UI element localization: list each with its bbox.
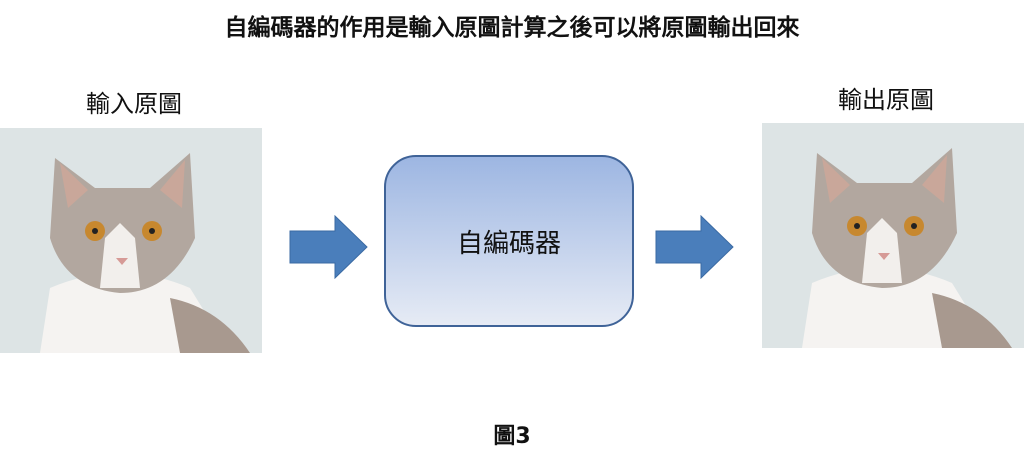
arrow-right-icon	[655, 215, 734, 279]
input-image-label: 輸入原圖	[86, 90, 182, 118]
output-cat-image	[762, 123, 1024, 348]
diagram-title: 自編碼器的作用是輸入原圖計算之後可以將原圖輸出回來	[224, 15, 800, 41]
arrow-right-icon	[289, 215, 368, 279]
input-cat-image	[0, 128, 262, 353]
figure-caption: 圖3	[493, 424, 531, 449]
output-image-label: 輸出原圖	[838, 86, 934, 114]
autoencoder-label: 自編碼器	[456, 228, 561, 259]
autoencoder-box: 自編碼器	[384, 155, 634, 327]
